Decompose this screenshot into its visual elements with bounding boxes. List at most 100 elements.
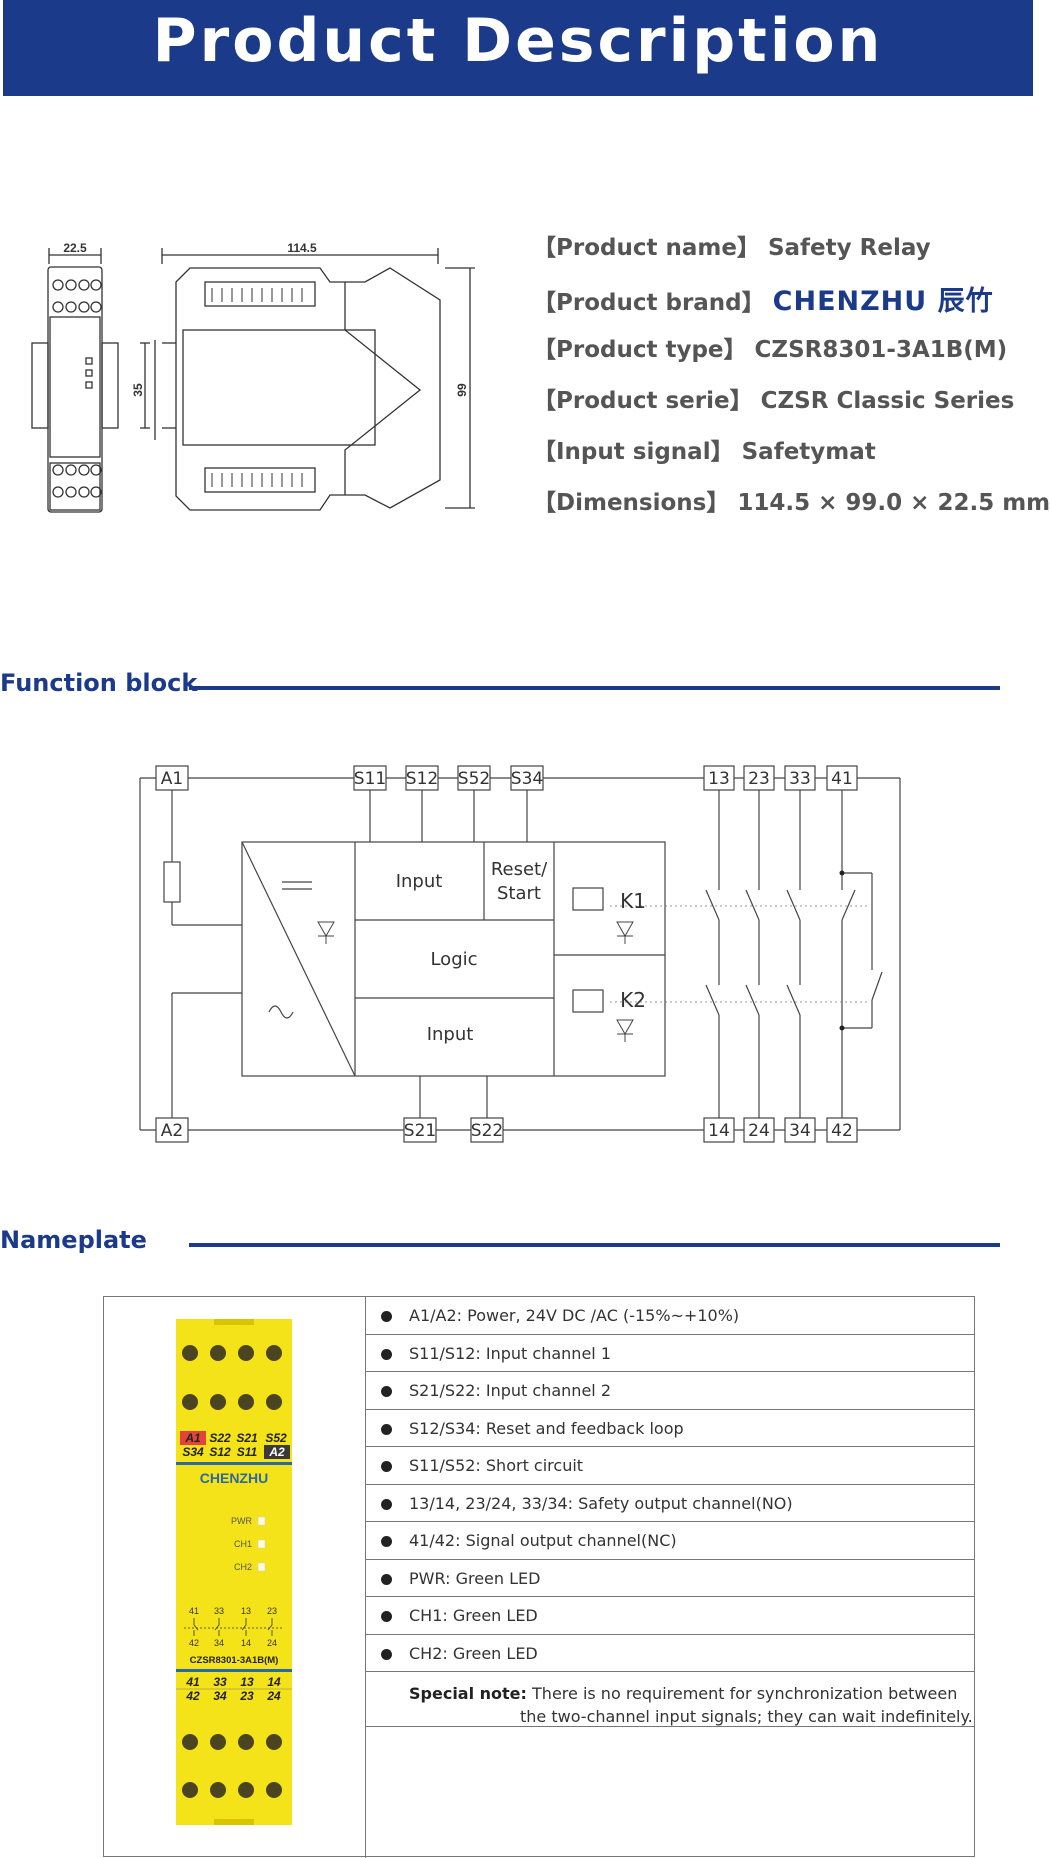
device-brand: CHENZHU — [200, 1470, 268, 1486]
relay-k1-label: K1 — [620, 889, 646, 913]
brand-logo-text: CHENZHU — [772, 286, 928, 317]
terminal-label: S12 — [406, 769, 438, 789]
terminal-label: A1 — [184, 1431, 201, 1445]
terminal-label: S11 — [237, 1445, 258, 1459]
nameplate-row-text: S11/S52: Short circuit — [409, 1456, 584, 1475]
terminal-label: 23 — [748, 769, 770, 789]
terminal-label: A2 — [268, 1445, 285, 1459]
led-label: CH2 — [234, 1562, 252, 1572]
bullet-icon — [381, 1536, 392, 1547]
brand-logo-cn: 辰竹 — [937, 286, 994, 317]
terminal-label: S21 — [236, 1431, 258, 1445]
spec-value: Safety Relay — [767, 235, 931, 261]
special-note: Special note: There is no requirement fo… — [409, 1682, 973, 1728]
contact-label: 34 — [214, 1638, 224, 1648]
section-divider — [189, 686, 1000, 690]
spec-value: 114.5 × 99.0 × 22.5 mm — [737, 490, 1050, 516]
spec-label: 【Product name】 — [533, 235, 760, 261]
dimension-drawing: 22.5 114.5 35 99 — [31, 241, 475, 513]
nameplate-row: CH2: Green LED — [366, 1635, 975, 1672]
terminal-label: 34 — [213, 1689, 227, 1703]
spec-label: 【Product serie】 — [533, 388, 753, 414]
terminal-label: 23 — [239, 1689, 254, 1703]
terminal-label: 13 — [708, 769, 730, 789]
nameplate-row: S11/S52: Short circuit — [366, 1447, 975, 1485]
terminal-label: S34 — [182, 1445, 204, 1459]
nameplate-row-text: CH1: Green LED — [409, 1606, 538, 1625]
nameplate-row-text: S11/S12: Input channel 1 — [409, 1344, 611, 1363]
note-line-2: the two-channel input signals; they can … — [520, 1707, 973, 1726]
terminal-label: S52 — [458, 769, 490, 789]
contact-label: 41 — [189, 1606, 199, 1616]
terminal-label: 24 — [748, 1121, 770, 1141]
led-label: PWR — [231, 1516, 252, 1526]
terminal-label: 14 — [267, 1675, 281, 1689]
brand-logo: CHENZHU 辰竹 — [773, 286, 994, 317]
nameplate-row: PWR: Green LED — [366, 1560, 975, 1597]
contact-label: 33 — [214, 1606, 224, 1616]
led-icon — [317, 921, 335, 944]
dim-length-label: 114.5 — [287, 241, 317, 255]
terminal-label: S11 — [354, 769, 386, 789]
bullet-icon — [381, 1424, 392, 1435]
contact-label: 13 — [241, 1606, 251, 1616]
nameplate-row-text: S21/S22: Input channel 2 — [409, 1381, 611, 1400]
contact-label: 42 — [189, 1638, 199, 1648]
nameplate-row: S12/S34: Reset and feedback loop — [366, 1410, 975, 1447]
spec-product-brand: 【Product brand】 CHENZHU 辰竹 — [533, 279, 1050, 330]
nameplate-row: 13/14, 23/24, 33/34: Safety output chann… — [366, 1485, 975, 1522]
page-title: Product Description — [152, 6, 884, 76]
terminal-label: 34 — [789, 1121, 811, 1141]
terminal-label: 33 — [789, 769, 811, 789]
device-model: CZSR8301-3A1B(M) — [190, 1655, 279, 1666]
bullet-icon — [381, 1649, 392, 1660]
spec-label: 【Dimensions】 — [533, 490, 730, 516]
terminal-label: A1 — [161, 769, 183, 789]
block-logic: Logic — [430, 949, 477, 970]
note-label: Special note: — [409, 1684, 527, 1703]
terminal-label: S22 — [471, 1121, 503, 1141]
terminal-label: S21 — [404, 1121, 436, 1141]
nameplate-row: 41/42: Signal output channel(NC) — [366, 1522, 975, 1560]
nameplate-row-text: A1/A2: Power, 24V DC /AC (-15%~+10%) — [409, 1306, 740, 1325]
dim-rail-label: 35 — [131, 383, 145, 397]
bullet-icon — [381, 1611, 392, 1622]
nameplate-row: S21/S22: Input channel 2 — [366, 1372, 975, 1410]
spec-value: Safetymat — [741, 439, 876, 465]
spec-label: 【Product brand】 — [533, 290, 765, 316]
contact-label: 23 — [267, 1606, 277, 1616]
spec-dimensions: 【Dimensions】 114.5 × 99.0 × 22.5 mm — [533, 483, 1050, 534]
spec-list: 【Product name】 Safety Relay 【Product bra… — [533, 228, 1050, 534]
terminal-label: 41 — [185, 1675, 200, 1689]
bullet-icon — [381, 1499, 392, 1510]
nameplate-row-text: S12/S34: Reset and feedback loop — [409, 1419, 684, 1438]
spec-product-name: 【Product name】 Safety Relay — [533, 228, 1050, 279]
terminal-label: A2 — [161, 1121, 183, 1141]
bullet-icon — [381, 1386, 392, 1397]
nameplate-row: A1/A2: Power, 24V DC /AC (-15%~+10%) — [366, 1297, 975, 1335]
device-illustration: A1 S22 S21 S52 S34 S12 S11 A2 CHENZHU PW… — [176, 1319, 292, 1825]
note-line-1: There is no requirement for synchronizat… — [526, 1684, 958, 1703]
terminal-label: S12 — [209, 1445, 231, 1459]
terminal-label: S52 — [265, 1431, 287, 1445]
terminal-label: S34 — [511, 769, 543, 789]
contact-label: 24 — [267, 1638, 277, 1648]
terminal-label: 41 — [831, 769, 853, 789]
relay-k2-label: K2 — [620, 988, 646, 1012]
led-icon — [616, 921, 634, 944]
nameplate-row-text: PWR: Green LED — [409, 1569, 541, 1588]
table-divider — [365, 1297, 366, 1858]
terminal-label: 13 — [240, 1675, 254, 1689]
nameplate-table: A1 S22 S21 S52 S34 S12 S11 A2 CHENZHU PW… — [103, 1296, 975, 1858]
terminal-label: S22 — [209, 1431, 231, 1445]
bullet-icon — [381, 1349, 392, 1360]
nameplate-note-row: Special note: There is no requirement fo… — [366, 1672, 975, 1727]
led-label: CH1 — [234, 1539, 252, 1549]
terminal-label: 42 — [831, 1121, 853, 1141]
bullet-icon — [381, 1461, 392, 1472]
contact-label: 14 — [241, 1638, 251, 1648]
nameplate-row: S11/S12: Input channel 1 — [366, 1335, 975, 1372]
spec-input-signal: 【Input signal】 Safetymat — [533, 432, 1050, 483]
terminal-label: 42 — [185, 1689, 200, 1703]
section-divider — [189, 1243, 1000, 1247]
